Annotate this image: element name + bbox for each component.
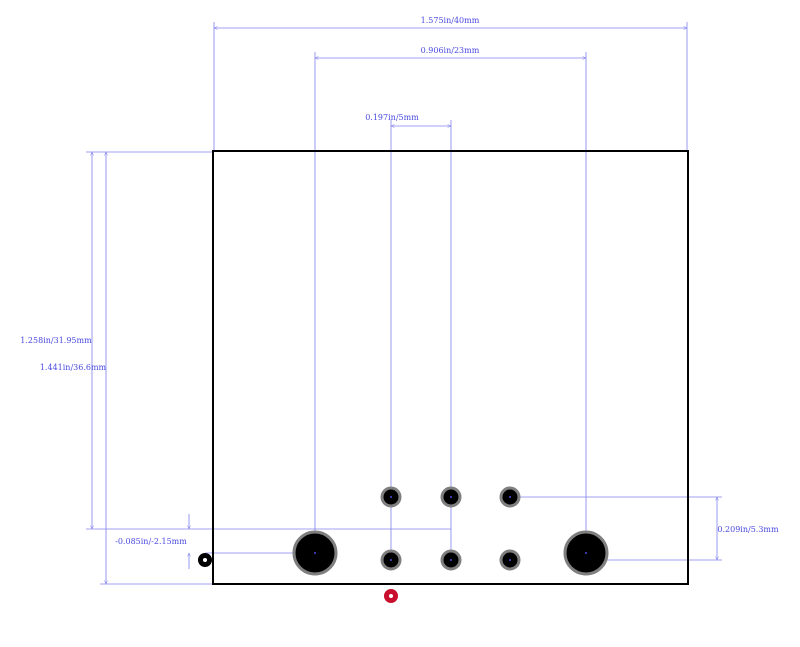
body-height-label: 1.258in/31.95mm [20, 336, 92, 345]
mounting-hole [292, 530, 338, 576]
mount-hole-spacing-label: 0.906in/23mm [421, 46, 480, 55]
pin-pitch-label: 0.197in/5mm [365, 113, 419, 122]
pin-1-marker-icon [384, 589, 398, 603]
component-outline [212, 150, 689, 585]
pad [380, 549, 402, 571]
pad [440, 549, 462, 571]
origin-marker-icon [198, 553, 212, 567]
overall-width-label: 1.575in/40mm [421, 16, 480, 25]
pad [440, 486, 462, 508]
pad [380, 486, 402, 508]
row-spacing-label: 0.209in/5.3mm [717, 525, 779, 534]
mounting-hole [563, 530, 609, 576]
extension-lines [86, 22, 722, 585]
overall-height-label: 1.441in/36.6mm [40, 363, 107, 372]
origin-offset-label: -0.085in/-2.15mm [115, 537, 187, 546]
pad [499, 549, 521, 571]
dimension-lines [92, 28, 717, 584]
pad [499, 486, 521, 508]
